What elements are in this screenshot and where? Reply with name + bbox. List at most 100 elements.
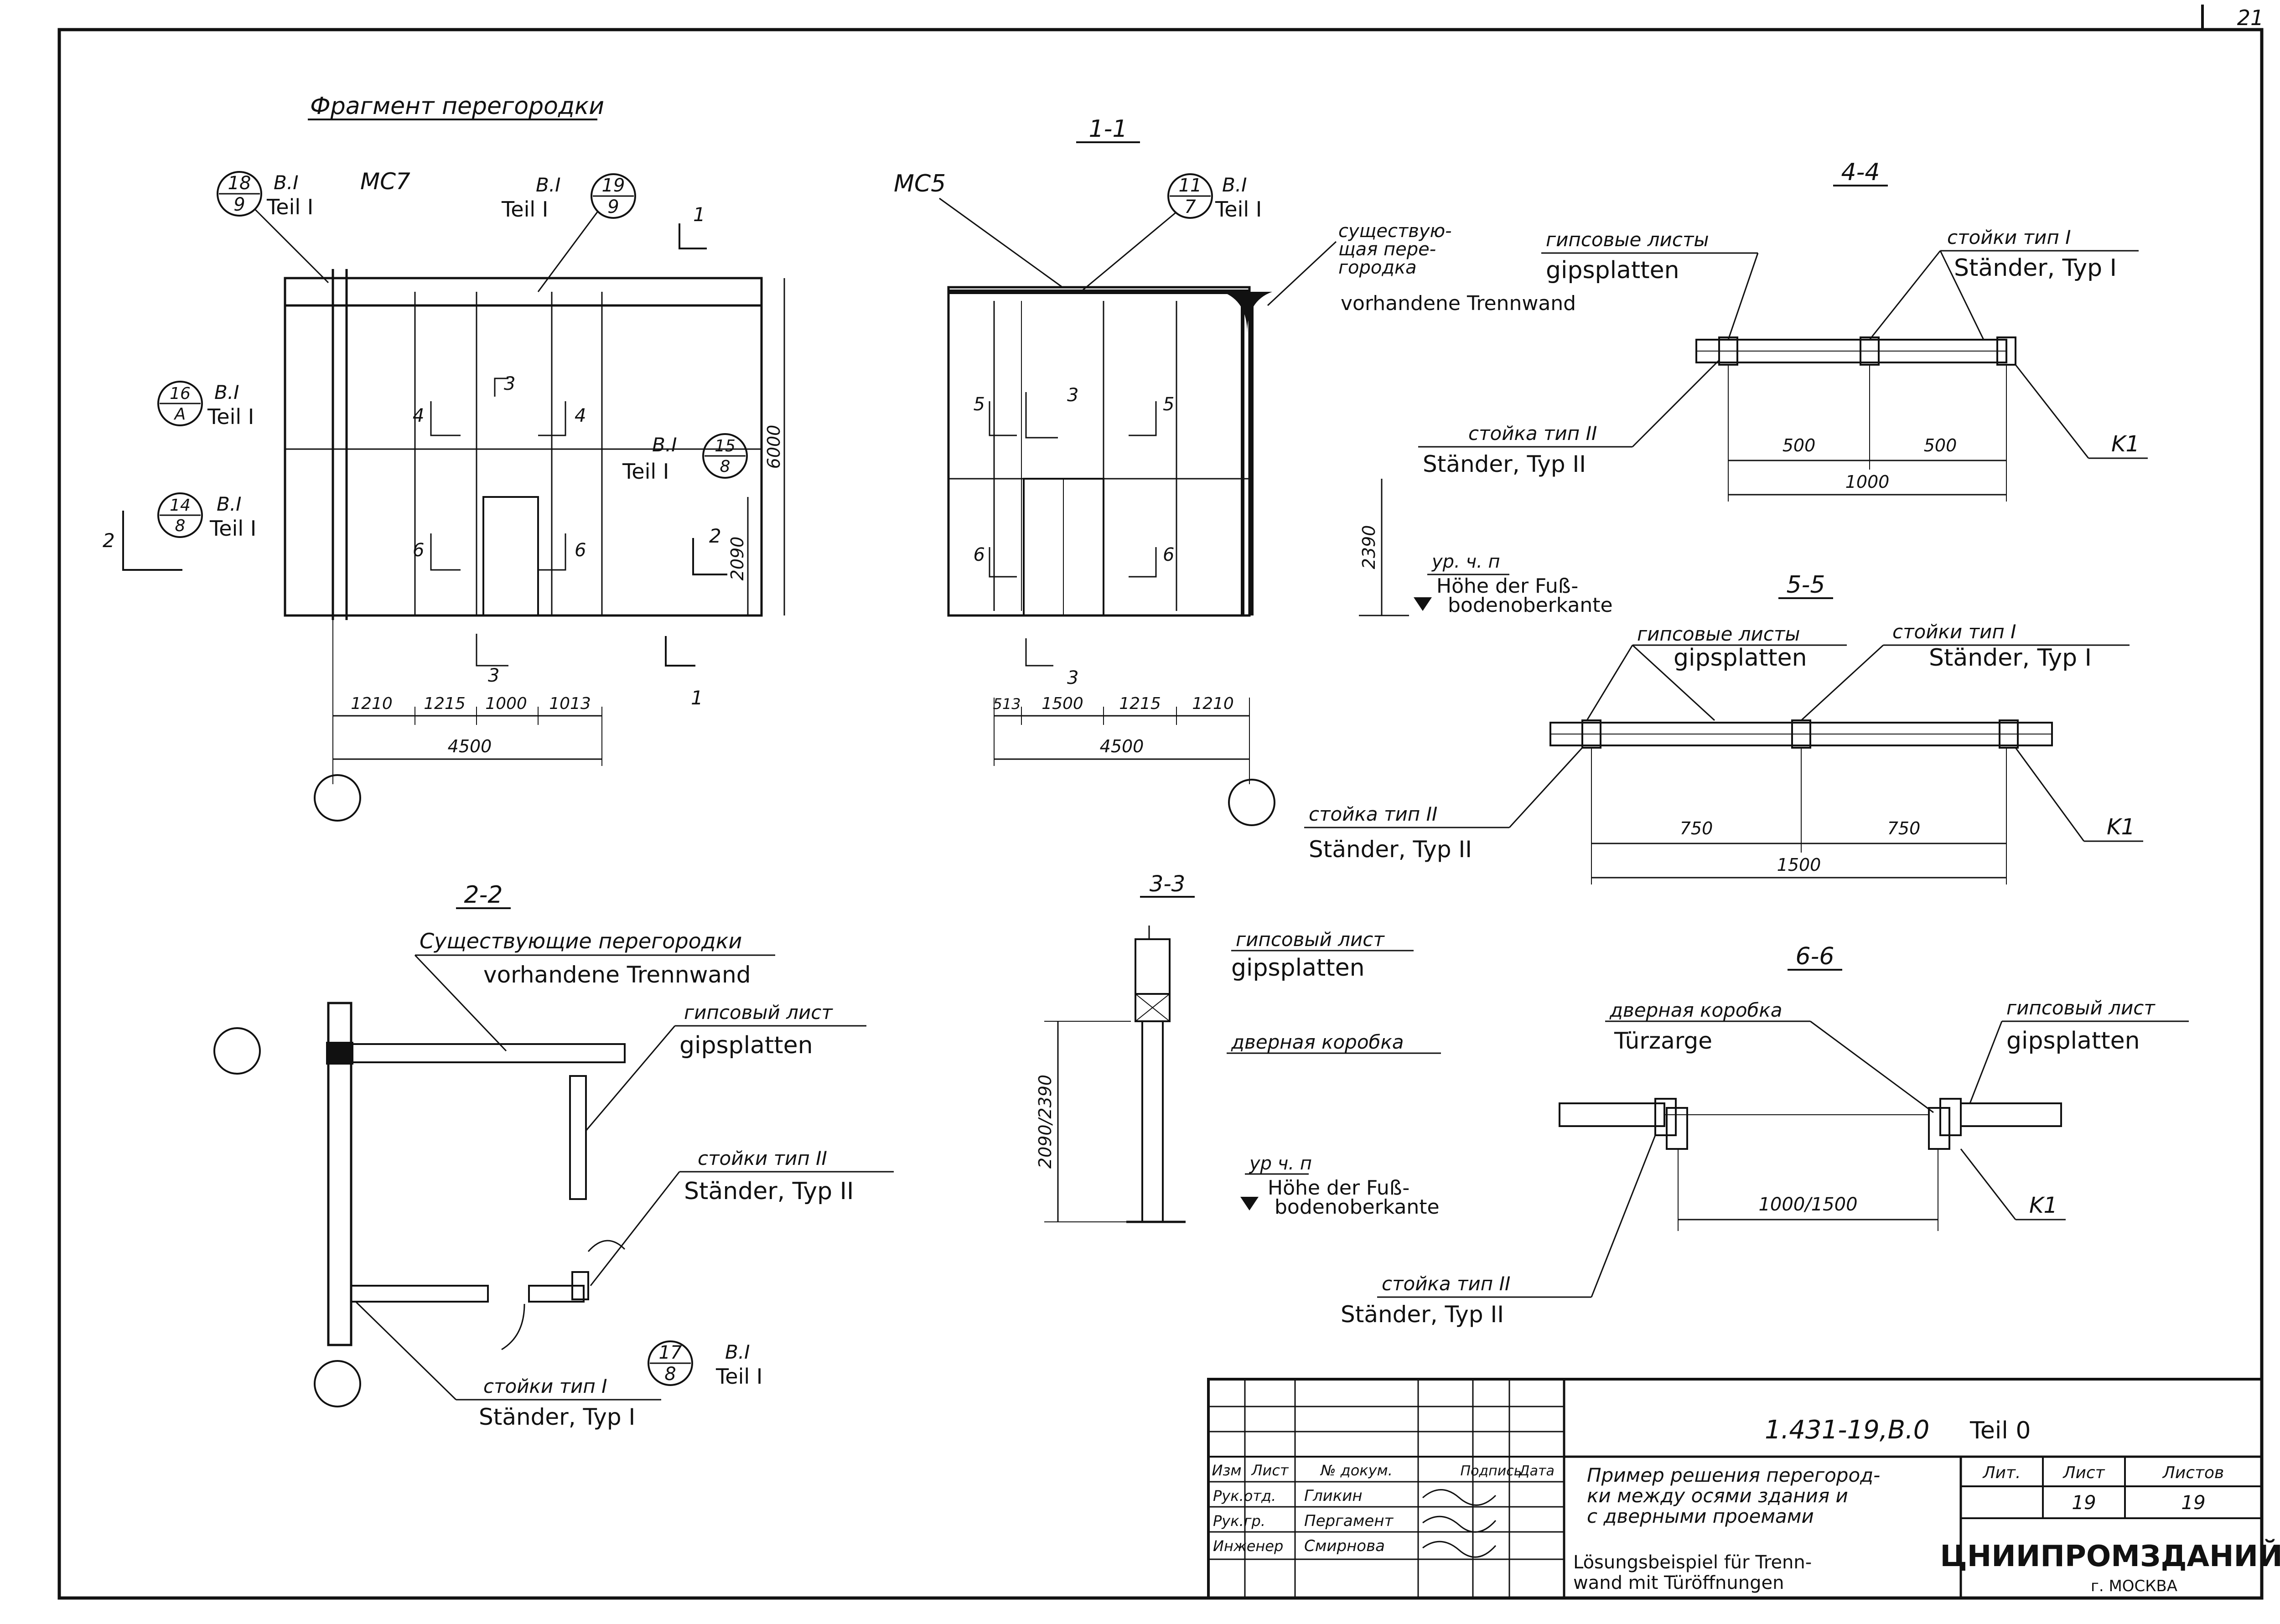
section-4-4: 4-4 гипсовые листы gipsplatten стойки ти… bbox=[1418, 159, 2148, 502]
svg-text:Гликин: Гликин bbox=[1304, 1487, 1363, 1505]
svg-text:gipsplatten: gipsplatten bbox=[679, 1032, 813, 1059]
svg-text:6: 6 bbox=[974, 544, 985, 565]
svg-text:6: 6 bbox=[413, 540, 424, 561]
svg-text:Существующие перегородки: Существующие перегородки bbox=[420, 929, 742, 953]
svg-text:Teil I: Teil I bbox=[715, 1364, 762, 1389]
svg-text:стойки тип I: стойки тип I bbox=[1892, 621, 2016, 643]
svg-text:Teil I: Teil I bbox=[501, 197, 548, 222]
svg-text:18: 18 bbox=[228, 173, 251, 194]
svg-text:14: 14 bbox=[170, 496, 191, 515]
svg-text:Смирнова: Смирнова bbox=[1304, 1537, 1385, 1555]
svg-text:2390: 2390 bbox=[1359, 525, 1379, 569]
svg-text:№ докум.: № докум. bbox=[1320, 1462, 1393, 1479]
svg-text:стойка тип II: стойка тип II bbox=[1309, 803, 1437, 825]
svg-text:Рук.отд.: Рук.отд. bbox=[1213, 1487, 1276, 1505]
svg-text:6: 6 bbox=[1163, 544, 1174, 565]
svg-text:стойка тип II: стойка тип II bbox=[1468, 422, 1597, 445]
svg-text:1500: 1500 bbox=[1777, 855, 1821, 875]
svg-text:Листов: Листов bbox=[2162, 1464, 2224, 1482]
svg-text:3: 3 bbox=[504, 373, 515, 394]
svg-text:гипсовый лист: гипсовый лист bbox=[684, 1001, 833, 1024]
svg-text:19: 19 bbox=[2072, 1491, 2096, 1514]
svg-text:Ständer, Typ II: Ständer, Typ II bbox=[684, 1178, 854, 1205]
svg-text:7: 7 bbox=[1184, 197, 1196, 217]
svg-text:стойки тип I: стойки тип I bbox=[1947, 226, 2071, 248]
svg-text:3: 3 bbox=[1067, 385, 1078, 406]
svg-text:2-2: 2-2 bbox=[464, 881, 503, 909]
svg-text:Ständer, Typ I: Ständer, Typ I bbox=[1929, 644, 2092, 672]
svg-text:K1: K1 bbox=[2029, 1193, 2057, 1218]
svg-text:Türzarge: Türzarge bbox=[1614, 1028, 1712, 1054]
svg-text:5-5: 5-5 bbox=[1787, 571, 1825, 599]
svg-text:Лист: Лист bbox=[2062, 1464, 2105, 1482]
svg-text:2: 2 bbox=[709, 525, 721, 547]
svg-text:1-1: 1-1 bbox=[1089, 115, 1128, 143]
svg-text:гипсовые листы: гипсовые листы bbox=[1546, 228, 1709, 251]
svg-text:750: 750 bbox=[1887, 818, 1921, 838]
sheet-frame bbox=[57, 28, 2264, 1600]
svg-text:Teil I: Teil I bbox=[1215, 197, 1262, 222]
svg-text:15: 15 bbox=[715, 437, 736, 455]
svg-text:3-3: 3-3 bbox=[1150, 871, 1185, 897]
svg-text:9: 9 bbox=[607, 197, 619, 217]
svg-text:750: 750 bbox=[1680, 818, 1713, 838]
svg-text:B.I: B.I bbox=[214, 381, 239, 403]
svg-text:2090/2390: 2090/2390 bbox=[1035, 1075, 1055, 1169]
svg-text:ур ч. п: ур ч. п bbox=[1249, 1153, 1312, 1174]
svg-text:1013: 1013 bbox=[549, 694, 591, 713]
axis-bubble bbox=[314, 774, 361, 822]
svg-text:4-4: 4-4 bbox=[1841, 159, 1880, 186]
door-opening bbox=[482, 496, 539, 616]
svg-text:Дата: Дата bbox=[1518, 1463, 1555, 1479]
svg-text:8: 8 bbox=[175, 517, 186, 535]
svg-text:1000: 1000 bbox=[1845, 472, 1890, 492]
svg-text:МС5: МС5 bbox=[894, 170, 946, 197]
svg-text:K1: K1 bbox=[2107, 814, 2135, 840]
svg-text:B.I: B.I bbox=[217, 493, 242, 515]
svg-text:дверная коробка: дверная коробка bbox=[1231, 1031, 1404, 1053]
svg-text:A: A bbox=[174, 405, 186, 424]
mc7-label: МС7 bbox=[360, 168, 410, 195]
svg-text:2: 2 bbox=[103, 529, 115, 552]
svg-text:4: 4 bbox=[575, 405, 586, 426]
svg-text:гипсовый лист: гипсовый лист bbox=[1236, 928, 1385, 951]
svg-text:B.I: B.I bbox=[1222, 174, 1247, 196]
svg-text:6: 6 bbox=[575, 540, 586, 561]
section-1-1: 1-1 МС5 11 7 B.I Teil I существую- щая п… bbox=[894, 115, 1613, 826]
svg-text:4: 4 bbox=[413, 405, 424, 426]
svg-text:г. МОСКВА: г. МОСКВА bbox=[2091, 1577, 2177, 1595]
svg-text:Höhe der Fuß- bodenoberk: Höhe der Fuß- bodenoberkante bbox=[1268, 1176, 1440, 1219]
svg-text:5: 5 bbox=[1163, 394, 1174, 415]
svg-text:19: 19 bbox=[602, 175, 625, 196]
partition-outline bbox=[284, 277, 763, 617]
section-2-2: 2-2 Существующие перегородки vorhandene … bbox=[213, 881, 894, 1430]
svg-text:стойка тип II: стойка тип II bbox=[1382, 1272, 1510, 1295]
svg-text:1500: 1500 bbox=[1042, 694, 1083, 713]
svg-text:Изм: Изм bbox=[1212, 1462, 1241, 1479]
svg-text:Рук.гр.: Рук.гр. bbox=[1213, 1512, 1265, 1530]
svg-text:16: 16 bbox=[170, 384, 191, 403]
svg-text:17: 17 bbox=[659, 1342, 682, 1363]
svg-text:Подпись: Подпись bbox=[1461, 1463, 1522, 1479]
svg-text:gipsplatten: gipsplatten bbox=[2006, 1027, 2140, 1055]
svg-text:Ständer, Typ I: Ständer, Typ I bbox=[479, 1404, 635, 1430]
svg-text:gipsplatten: gipsplatten bbox=[1674, 644, 1807, 672]
svg-text:Teil I: Teil I bbox=[207, 404, 254, 429]
svg-text:gipsplatten: gipsplatten bbox=[1546, 257, 1679, 284]
section-6-6: 6-6 дверная коробка Türzarge гипсовый ли… bbox=[1341, 943, 2189, 1328]
svg-text:Инженер: Инженер bbox=[1213, 1537, 1283, 1555]
svg-text:Лит.: Лит. bbox=[1982, 1464, 2021, 1482]
svg-text:1.431-19,B.0: 1.431-19,B.0 bbox=[1765, 1415, 1929, 1445]
svg-text:B.I: B.I bbox=[652, 434, 677, 456]
svg-text:1: 1 bbox=[693, 203, 705, 226]
svg-text:гипсовые листы: гипсовые листы bbox=[1637, 623, 1800, 645]
svg-text:Пример решения перегород-: Пример решения перегород- ки между осями… bbox=[1587, 1464, 1886, 1527]
svg-text:Teil I: Teil I bbox=[209, 516, 256, 541]
svg-text:1000: 1000 bbox=[485, 694, 527, 713]
svg-text:1215: 1215 bbox=[424, 694, 466, 713]
svg-text:1215: 1215 bbox=[1119, 694, 1161, 713]
svg-text:5: 5 bbox=[974, 394, 985, 415]
svg-text:ЦНИИПРОМЗДАНИЙ: ЦНИИПРОМЗДАНИЙ bbox=[1940, 1539, 2280, 1573]
svg-text:Ständer, Typ II: Ständer, Typ II bbox=[1341, 1301, 1504, 1328]
